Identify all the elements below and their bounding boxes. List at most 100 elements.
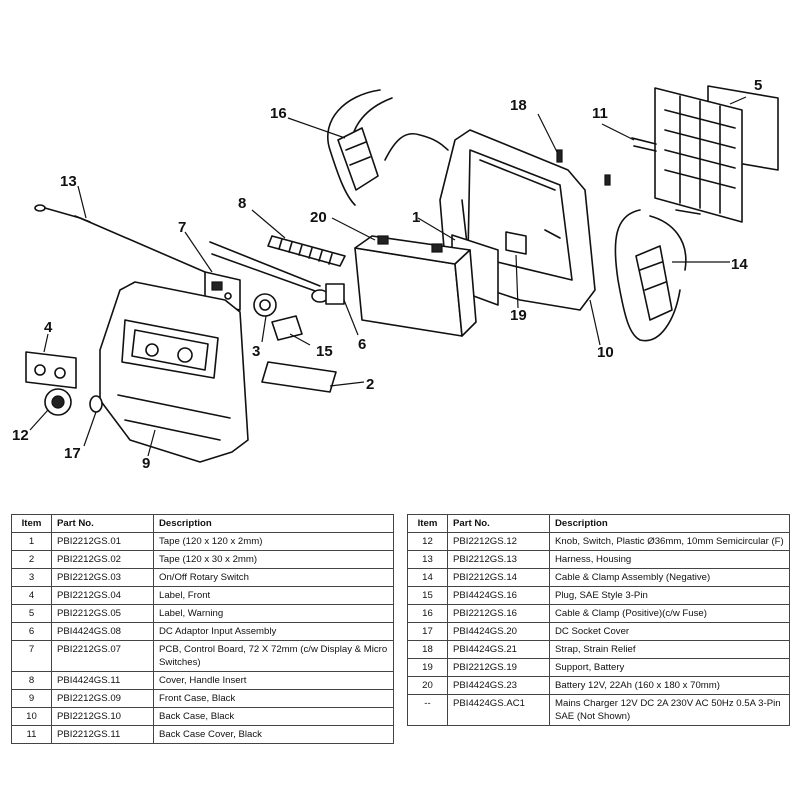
part-dc-socket-cover <box>89 395 103 413</box>
part-harness <box>34 204 206 273</box>
cell-part-no: PBI4424GS.16 <box>447 586 550 605</box>
cell-description: DC Socket Cover <box>549 622 790 641</box>
cell-part-no: PBI2212GS.01 <box>51 532 154 551</box>
cell-item: 13 <box>407 550 448 569</box>
cell-description: Tape (120 x 30 x 2mm) <box>153 550 394 569</box>
column-header-item: Item <box>11 514 52 533</box>
cell-part-no: PBI2212GS.19 <box>447 658 550 677</box>
callout-4: 4 <box>44 319 53 336</box>
cell-description: PCB, Control Board, 72 X 72mm (c/w Displ… <box>153 640 394 672</box>
cell-item: 8 <box>11 671 52 690</box>
part-knob <box>44 388 72 416</box>
cell-item: -- <box>407 694 448 726</box>
cell-part-no: PBI2212GS.09 <box>51 689 154 708</box>
cell-description: Back Case, Black <box>153 707 394 726</box>
cell-part-no: PBI2212GS.11 <box>51 725 154 744</box>
cell-description: DC Adaptor Input Assembly <box>153 622 394 641</box>
column-header-description: Description <box>153 514 394 533</box>
cell-item: 12 <box>407 532 448 551</box>
cell-item: 20 <box>407 676 448 695</box>
cell-part-no: PBI2212GS.05 <box>51 604 154 623</box>
cell-description: Cable & Clamp (Positive)(c/w Fuse) <box>549 604 790 623</box>
cell-item: 5 <box>11 604 52 623</box>
table-header-row: Item Part No. Description <box>407 514 790 533</box>
cell-description: Front Case, Black <box>153 689 394 708</box>
cell-part-no: PBI4424GS.11 <box>51 671 154 690</box>
callout-20: 20 <box>310 209 327 226</box>
part-negative-cable-clamp <box>614 209 687 342</box>
part-front-case <box>99 281 249 463</box>
cell-description: Strap, Strain Relief <box>549 640 790 659</box>
cell-part-no: PBI2212GS.03 <box>51 568 154 587</box>
cell-description: Cover, Handle Insert <box>153 671 394 690</box>
callout-8: 8 <box>238 195 246 212</box>
cell-item: 6 <box>11 622 52 641</box>
part-back-case-cover <box>631 87 743 223</box>
cell-item: 15 <box>407 586 448 605</box>
callout-17: 17 <box>64 445 81 462</box>
cell-description: On/Off Rotary Switch <box>153 568 394 587</box>
cell-item: 7 <box>11 640 52 672</box>
cell-description: Knob, Switch, Plastic Ø36mm, 10mm Semici… <box>549 532 790 551</box>
callout-1: 1 <box>412 209 420 226</box>
part-wires <box>209 241 321 293</box>
cell-item: 4 <box>11 586 52 605</box>
cell-part-no: PBI2212GS.16 <box>447 604 550 623</box>
callout-9: 9 <box>142 455 150 472</box>
cell-part-no: PBI2212GS.02 <box>51 550 154 569</box>
part-strain-relief-strap <box>556 149 611 186</box>
callout-12: 12 <box>12 427 29 444</box>
cell-description: Harness, Housing <box>549 550 790 569</box>
callout-15: 15 <box>316 343 333 360</box>
cell-item: 11 <box>11 725 52 744</box>
cell-part-no: PBI4424GS.08 <box>51 622 154 641</box>
column-header-description: Description <box>549 514 790 533</box>
part-rotary-switch <box>253 293 277 317</box>
cell-description: Label, Warning <box>153 604 394 623</box>
cell-part-no: PBI4424GS.23 <box>447 676 550 695</box>
cell-part-no: PBI4424GS.20 <box>447 622 550 641</box>
cell-item: 2 <box>11 550 52 569</box>
part-positive-cable-clamp <box>327 89 449 206</box>
callout-14: 14 <box>731 256 748 273</box>
part-dc-adaptor-input <box>311 283 345 305</box>
cell-description: Mains Charger 12V DC 2A 230V AC 50Hz 0.5… <box>549 694 790 726</box>
cell-description: Back Case Cover, Black <box>153 725 394 744</box>
callout-labels: 1 2 3 4 5 6 7 8 9 10 11 12 13 14 15 16 1… <box>12 77 762 472</box>
part-battery <box>354 235 477 337</box>
cell-item: 16 <box>407 604 448 623</box>
callout-18: 18 <box>510 97 527 114</box>
callout-11: 11 <box>592 105 608 122</box>
cell-part-no: PBI2212GS.14 <box>447 568 550 587</box>
part-tape-small <box>261 361 337 393</box>
cell-item: 19 <box>407 658 448 677</box>
table-header-row: Item Part No. Description <box>11 514 394 533</box>
cell-item: 9 <box>11 689 52 708</box>
part-battery-support <box>505 231 527 255</box>
column-header-item: Item <box>407 514 448 533</box>
callout-16: 16 <box>270 105 287 122</box>
cell-description: Plug, SAE Style 3-Pin <box>549 586 790 605</box>
leader-lines <box>29 96 747 457</box>
part-front-label <box>25 351 77 389</box>
cell-description: Tape (120 x 120 x 2mm) <box>153 532 394 551</box>
callout-3: 3 <box>252 343 260 360</box>
callout-13: 13 <box>60 173 77 190</box>
